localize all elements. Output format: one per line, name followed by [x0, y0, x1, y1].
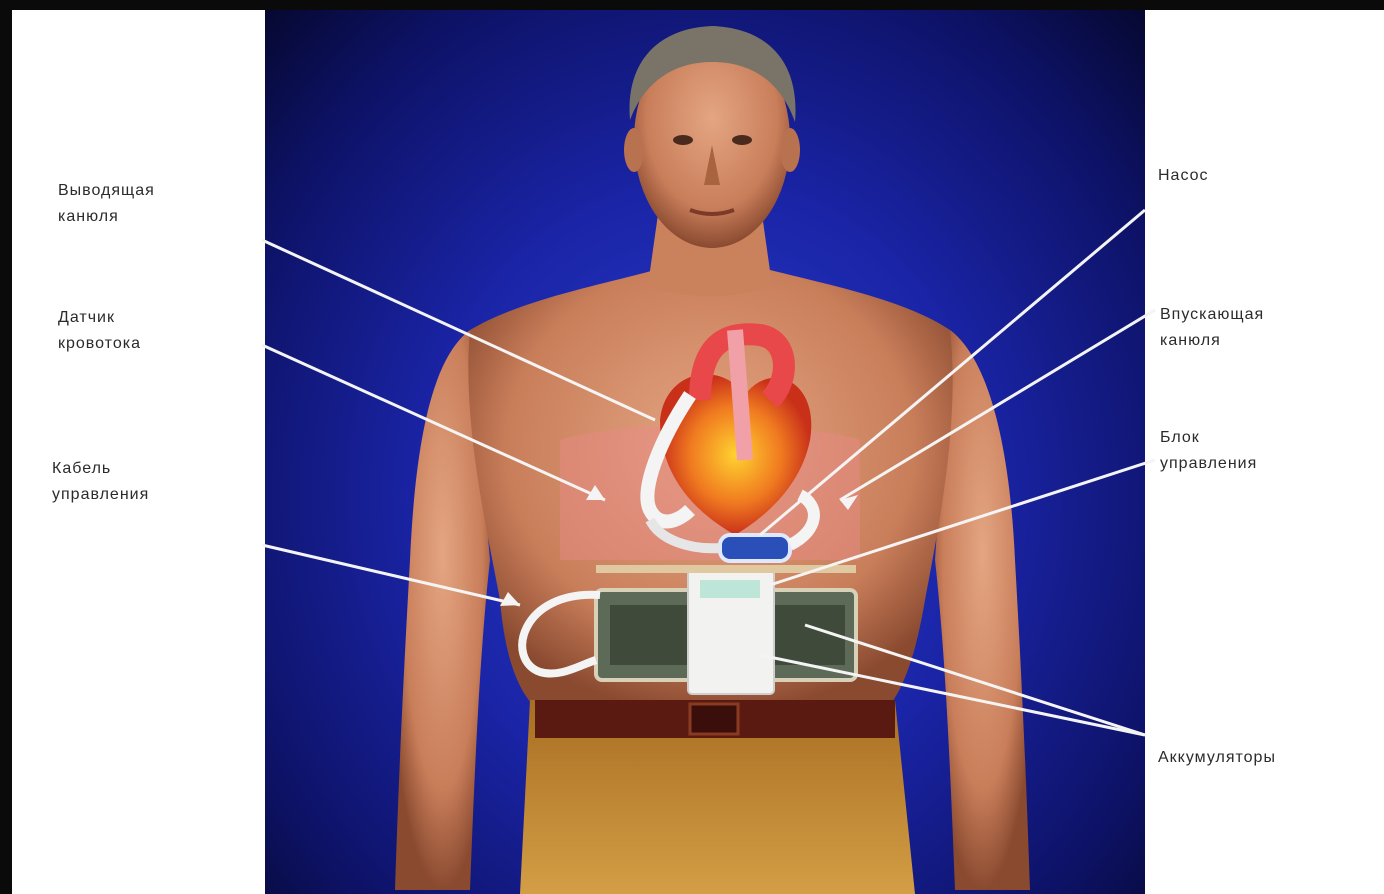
- frame-border-top: [0, 0, 1384, 10]
- label-outflow-cannula: Выводящая канюля: [58, 178, 155, 230]
- right-ear: [780, 128, 800, 172]
- belt-buckle: [690, 704, 738, 734]
- pulmonary-vessel: [735, 330, 745, 460]
- left-ear: [624, 128, 644, 172]
- label-batteries: Аккумуляторы: [1158, 745, 1276, 771]
- label-control-cable: Кабель управления: [52, 456, 149, 508]
- frame-border-left: [0, 0, 12, 894]
- right-eye: [732, 135, 752, 145]
- left-eye: [673, 135, 693, 145]
- control-unit-display: [700, 580, 760, 598]
- label-inflow-cannula: Впускающая канюля: [1160, 302, 1264, 354]
- label-control-unit: Блок управления: [1160, 425, 1257, 477]
- label-pump: Насос: [1158, 163, 1209, 189]
- label-flow-sensor: Датчик кровотока: [58, 305, 141, 357]
- pump-device: [720, 535, 790, 561]
- battery-left: [610, 605, 690, 665]
